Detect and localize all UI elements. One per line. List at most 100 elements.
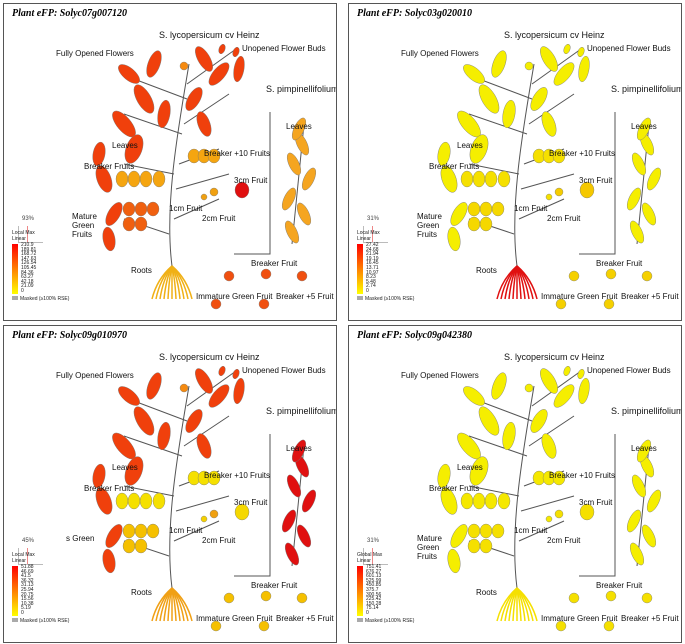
1cm-fruit [545, 515, 553, 523]
pimpinellifolium-leaf [626, 187, 642, 211]
legend-value: 31.13 [21, 582, 34, 589]
leaf [133, 84, 155, 114]
panel-title: Plant eFP: Solyc03g020010 [357, 8, 472, 19]
small-fruit [568, 270, 580, 282]
small-fruit [223, 592, 235, 604]
1cm-fruit [545, 193, 553, 201]
label-breaker_fruits: Breaker Fruits [429, 484, 480, 493]
pimpinellifolium-leaf [629, 220, 645, 244]
pimpinellifolium-leaf [301, 489, 317, 513]
plant-diagram [92, 365, 317, 632]
pimpinellifolium-leaf [296, 524, 312, 548]
flower-bud [577, 368, 585, 380]
breaker-plus-10-fruit [552, 470, 566, 486]
small-fruit [641, 270, 653, 282]
leaf [124, 456, 144, 486]
legend-value: 51.88 [21, 564, 34, 570]
breaker-plus-10-fruit [552, 148, 566, 164]
masked-legend: Masked (≥100% RSE) [357, 296, 414, 302]
3cm-fruit [579, 181, 595, 199]
leaf [437, 463, 451, 489]
legend-value: 168.72 [21, 251, 37, 258]
small-fruit [258, 620, 270, 632]
leaf [95, 165, 113, 193]
masked-label: Masked (≥100% RSE) [365, 296, 415, 302]
label-cm3: 3cm Fruit [579, 498, 613, 507]
leaf [92, 141, 106, 167]
mature-green-fruit [134, 201, 148, 217]
breaker-fruit [152, 170, 166, 188]
roots [151, 265, 193, 300]
legend-value: 210.9 [21, 242, 34, 248]
pimpinellifolium-leaf [646, 167, 662, 191]
masked-legend: Masked (≥100% RSE) [357, 618, 414, 624]
leaf [196, 111, 212, 137]
fully-opened-flower [524, 383, 534, 393]
flower-bud [577, 46, 585, 58]
pimpinellifolium-leaf [631, 474, 647, 498]
label-unopened: Unopened Flower Buds [242, 366, 326, 375]
mature-green-fruit [491, 201, 505, 217]
label-cm2: 2cm Fruit [202, 536, 236, 545]
label-fully_opened: Fully Opened Flowers [401, 49, 479, 58]
rse-axis [18, 548, 43, 565]
label-immature: Immature Green Fruit [196, 292, 273, 301]
small-fruit [555, 620, 567, 632]
mature-green-fruit [122, 216, 136, 232]
rse-axis [363, 548, 388, 565]
breaker-fruit [139, 170, 153, 188]
label-cm3: 3cm Fruit [234, 498, 268, 507]
mature-green-fruit [467, 216, 481, 232]
legend-value: 225.42 [366, 596, 382, 603]
panel-title: Plant eFP: Solyc09g010970 [12, 330, 127, 341]
breaker-fruit [497, 492, 511, 510]
label-cm2: 2cm Fruit [202, 214, 236, 223]
legend-value: 525.99 [366, 577, 382, 584]
legend-value: 0 [21, 287, 24, 294]
label-unopened: Unopened Flower Buds [587, 366, 671, 375]
legend-value: 42.18 [21, 278, 34, 285]
legend-value: 300.56 [366, 591, 382, 598]
1cm-fruit [200, 515, 208, 523]
label-cm1: 1cm Fruit [169, 526, 203, 535]
leaf [105, 202, 123, 226]
masked-swatch [12, 296, 18, 300]
roots [496, 587, 538, 622]
breaker-fruit [484, 170, 498, 188]
small-fruit [260, 590, 272, 602]
label-breaker_fruit: Breaker Fruit [596, 259, 643, 268]
breaker-fruit [127, 170, 141, 188]
pimpinellifolium-leaf [631, 152, 647, 176]
pimpinellifolium-leaf [284, 220, 300, 244]
legend-value: 0 [366, 609, 369, 616]
legend-value: 25.94 [21, 586, 34, 593]
label-pimp_leaves: Leaves [631, 444, 657, 453]
leaf [541, 433, 557, 459]
pimpinellifolium-leaf [641, 202, 657, 226]
breaker-fruit [127, 492, 141, 510]
label-unopened: Unopened Flower Buds [242, 44, 326, 53]
pimpinellifolium-leaf [291, 117, 307, 141]
legend-value: 5.19 [21, 605, 31, 612]
legend-value: 189.81 [21, 246, 37, 253]
legend-value: 150.28 [366, 600, 382, 607]
leaf [440, 165, 458, 193]
leaf [102, 548, 116, 574]
leaf [118, 64, 140, 84]
mature-green-fruit [146, 523, 160, 539]
3cm-fruit [234, 503, 250, 521]
pimpinellifolium-leaf [296, 202, 312, 226]
masked-label: Masked (≥100% RSE) [365, 618, 415, 624]
label-cm3: 3cm Fruit [234, 176, 268, 185]
scale-type: Linear [357, 236, 371, 242]
label-immature: Immature Green Fruit [196, 614, 273, 623]
legend-value: 2.74 [366, 283, 376, 290]
legend-value: 601.13 [366, 573, 382, 580]
legend-value: 13.71 [366, 264, 379, 271]
small-fruit [603, 620, 615, 632]
label-mature-green: Mature Green Fruits [417, 534, 442, 561]
pimpinellifolium-leaf [629, 542, 645, 566]
legend-value: 36.32 [21, 577, 34, 584]
